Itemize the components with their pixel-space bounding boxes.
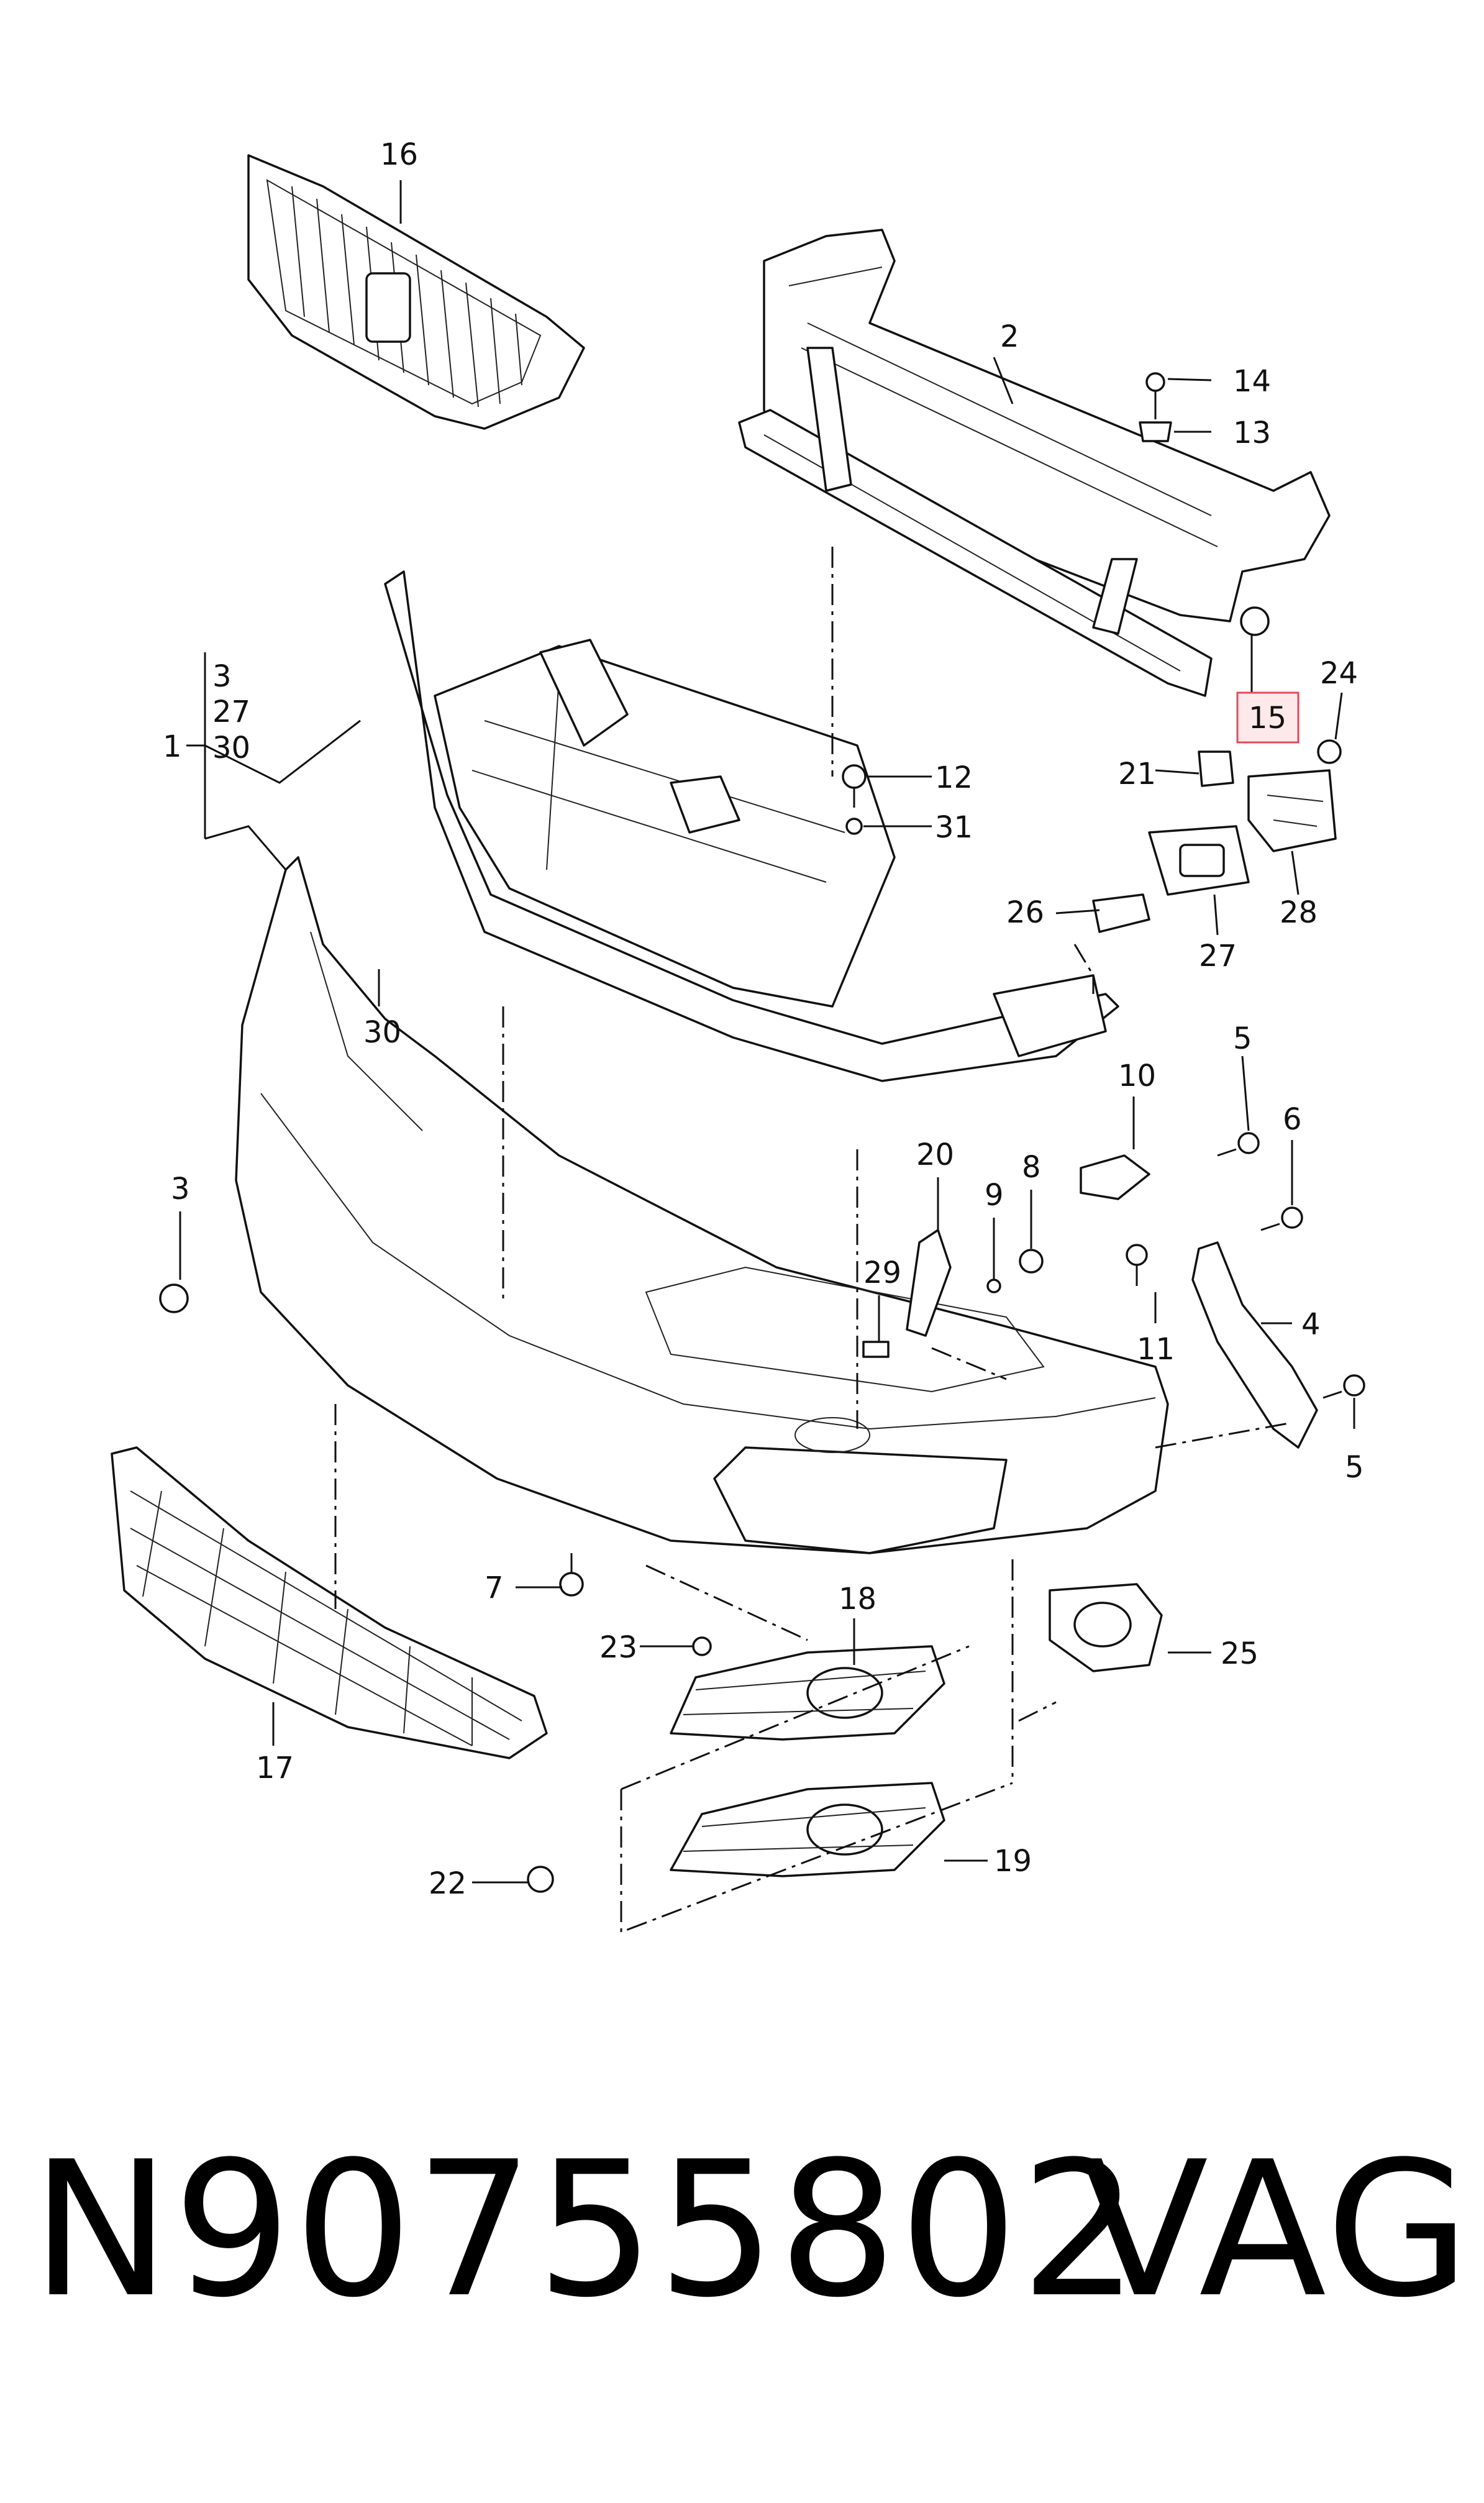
callout-27: 27 <box>1199 939 1237 973</box>
callout-3: 3 <box>171 1172 190 1206</box>
callout-23: 23 <box>599 1630 637 1665</box>
callout-22: 22 <box>429 1866 467 1901</box>
callout-13: 13 <box>1233 416 1271 450</box>
part-17-lower-grille <box>111 1446 548 1759</box>
callout-3-group: 3 <box>212 659 232 694</box>
callout-29: 29 <box>863 1256 901 1290</box>
callout-16: 16 <box>380 137 418 172</box>
callout-18: 18 <box>839 1582 876 1616</box>
assembly-lines <box>334 547 1293 1934</box>
callout-24: 24 <box>1320 656 1358 691</box>
callout-25: 25 <box>1221 1636 1259 1671</box>
callout-9: 9 <box>985 1178 1004 1213</box>
callout-21: 21 <box>1118 757 1156 791</box>
callout-labels: 16 2 14 13 15 24 21 12 31 26 28 27 1 3 2… <box>163 137 1364 1901</box>
callout-11: 11 <box>1137 1332 1175 1367</box>
part-number: N90755802 <box>31 2122 1142 2338</box>
part-25-fog-surround <box>1049 1583 1163 1672</box>
callout-6: 6 <box>1283 1102 1302 1137</box>
callout-1: 1 <box>163 729 182 764</box>
callout-19: 19 <box>994 1844 1032 1879</box>
part-1-bumper-cover <box>235 856 1169 1554</box>
callout-20: 20 <box>916 1138 954 1172</box>
callout-17: 17 <box>256 1751 294 1785</box>
callout-12: 12 <box>935 760 973 795</box>
fasteners <box>159 372 1365 1893</box>
part-19-fog-grille-right <box>670 1782 945 1877</box>
part-2-crossmember <box>738 229 1331 697</box>
callout-26: 26 <box>1006 895 1044 930</box>
small-parts-right <box>1092 606 1342 933</box>
callout-15: 15 <box>1249 701 1286 736</box>
callout-7: 7 <box>485 1571 504 1605</box>
callout-8: 8 <box>1022 1150 1041 1185</box>
brand-name: VAG <box>1081 2122 1473 2338</box>
callout-28: 28 <box>1280 895 1318 930</box>
callout-5-top: 5 <box>1233 1021 1252 1056</box>
part-16-upper-grille <box>247 154 585 430</box>
highlight-callout-15 <box>1236 691 1300 744</box>
callout-4: 4 <box>1301 1307 1321 1342</box>
brackets-right <box>862 1154 1318 1449</box>
callout-30-group: 30 <box>212 731 250 765</box>
callout-31: 31 <box>935 810 973 845</box>
bumper-inner-frame <box>384 570 1119 1082</box>
leader-lines <box>179 180 1355 1884</box>
callout-2: 2 <box>1000 319 1019 354</box>
callout-27-group: 27 <box>212 695 250 729</box>
callout-14: 14 <box>1233 364 1271 399</box>
callout-10: 10 <box>1118 1059 1156 1093</box>
callout-30: 30 <box>363 1015 401 1050</box>
callout-5-bottom: 5 <box>1345 1450 1364 1485</box>
part-18-fog-grille-left <box>670 1645 945 1741</box>
